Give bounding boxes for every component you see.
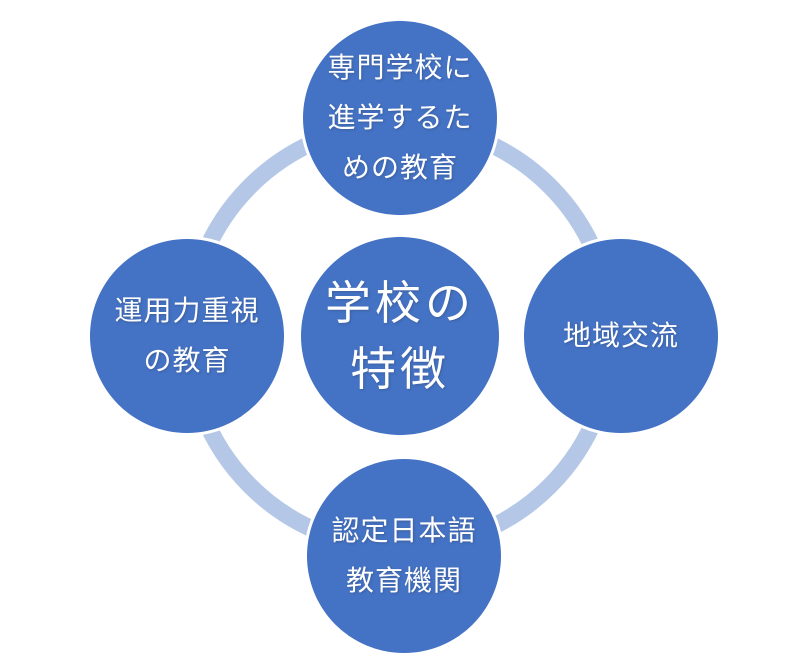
node-top-label: 専門学校に 進学するた めの教育 xyxy=(327,51,473,184)
node-center-label: 学校の 特徴 xyxy=(325,276,475,396)
node-bottom-certified-japanese-institution: 認定日本語 教育機関 xyxy=(307,459,501,653)
node-top-vocational-school-education: 専門学校に 進学するた めの教育 xyxy=(303,21,497,215)
node-bottom-label: 認定日本語 教育機関 xyxy=(331,514,477,597)
node-right-label: 地域交流 xyxy=(562,319,679,352)
node-left-practical-skills-education: 運用力重視 の教育 xyxy=(90,239,284,433)
node-left-label: 運用力重視 の教育 xyxy=(114,294,260,377)
node-center-school-features: 学校の 特徴 xyxy=(301,237,499,435)
node-right-regional-exchange: 地域交流 xyxy=(524,239,718,433)
